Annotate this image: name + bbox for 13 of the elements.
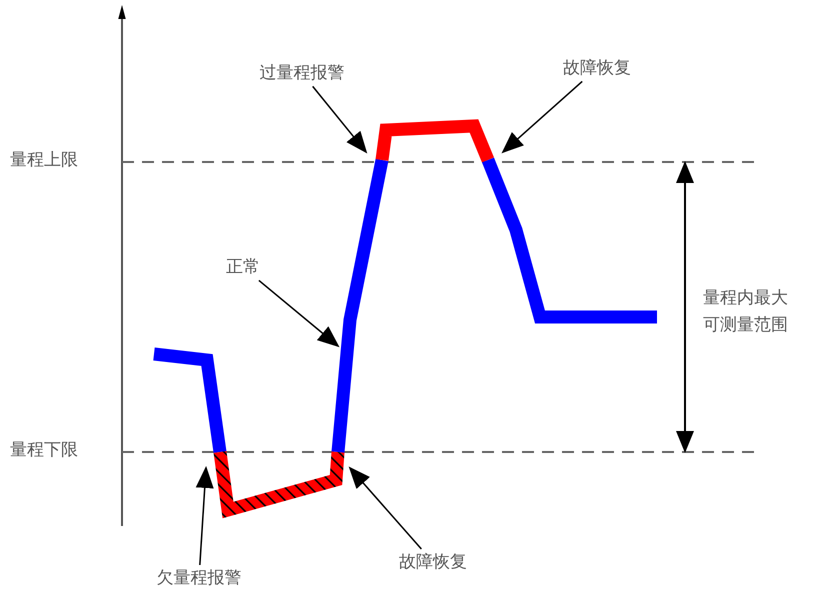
leader-arrow	[258, 280, 340, 348]
leader-arrow	[196, 466, 214, 566]
leader-arrow	[312, 86, 368, 154]
axis-label: 量程内最大可测量范围	[703, 287, 788, 338]
axis-label: 量程上限	[10, 150, 78, 170]
callout-label: 故障恢复	[563, 58, 631, 78]
leader-arrow	[348, 466, 422, 550]
callout-label: 故障恢复	[399, 552, 467, 572]
leader-arrow	[502, 80, 583, 154]
callout-label: 欠量程报警	[156, 568, 242, 588]
axis-label: 量程下限	[10, 440, 78, 460]
callout-label: 过量程报警	[260, 63, 344, 84]
callout-label: 正常	[226, 257, 260, 278]
